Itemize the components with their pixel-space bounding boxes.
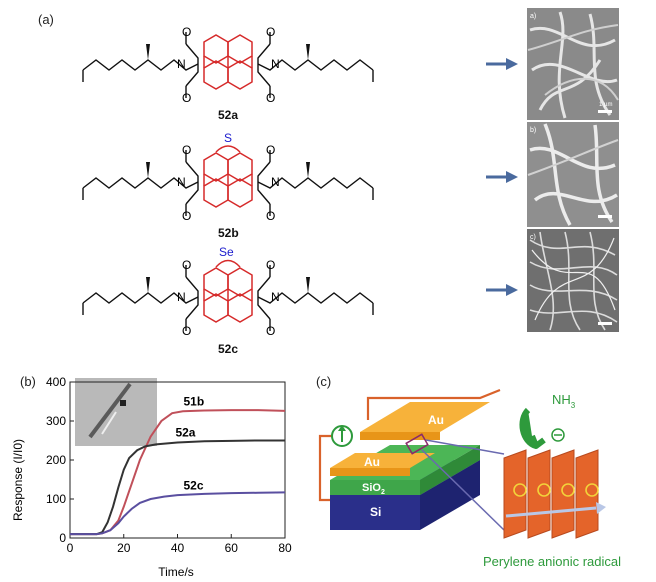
x-tick-label: 0 [67, 541, 74, 555]
au-top-label: Au [428, 413, 444, 427]
oxygen-atom: O [266, 209, 275, 223]
scalebar-label: 1 µm [599, 102, 612, 108]
nitrogen-atom: N [177, 175, 186, 189]
oxygen-atom: O [182, 324, 191, 338]
compound-label: 52c [218, 342, 239, 356]
perylene-caption: Perylene anionic radical [483, 554, 621, 569]
nitrogen-atom: N [271, 57, 280, 71]
si-label: Si [370, 505, 381, 519]
compound-label: 52b [218, 226, 239, 240]
y-axis-label: Response (I/I0) [11, 439, 25, 521]
oxygen-atom: O [182, 258, 191, 272]
oxygen-atom: O [266, 25, 275, 39]
nh3-label: NH3 [552, 392, 576, 410]
chart-axes: 0 20 40 60 80 0 100 200 300 400 [46, 375, 292, 555]
y-tick-label: 100 [46, 492, 66, 506]
series-label-52c: 52c [184, 478, 204, 492]
sem-image-c [527, 229, 619, 332]
y-tick-label: 0 [59, 531, 66, 545]
panel-c-label: (c) [316, 374, 332, 389]
x-tick-label: 40 [171, 541, 185, 555]
sem-corner-label: b) [530, 127, 536, 134]
y-tick-label: 200 [46, 453, 66, 467]
nitrogen-atom: N [177, 290, 186, 304]
oxygen-atom: O [266, 143, 275, 157]
au-bottom-label: Au [364, 455, 380, 469]
chart-series: 51b 52a 52c [70, 394, 286, 536]
x-tick-label: 80 [278, 541, 292, 555]
oxygen-atom: O [266, 324, 275, 338]
oxygen-atom: O [266, 91, 275, 105]
panel-a-structures: O O O O N N S O O O O N N Se O O O O N N [82, 8, 619, 338]
series-line-52c [70, 491, 286, 536]
device-diagram: Au Au SiO2 Si NH3 Perylene anionic radic… [318, 388, 621, 569]
compound-label: 52a [218, 108, 239, 122]
x-axis-label: Time/s [158, 565, 194, 579]
oxygen-atom: O [182, 25, 191, 39]
sem-corner-label: c) [530, 234, 536, 241]
nitrogen-atom: N [271, 290, 280, 304]
series-label-51b: 51b [184, 394, 205, 408]
oxygen-atom: O [182, 143, 191, 157]
nitrogen-atom: N [177, 57, 186, 71]
series-label-52a: 52a [175, 426, 195, 440]
arrow-icons [486, 58, 518, 296]
oxygen-atom: O [182, 91, 191, 105]
sem-image-a [527, 8, 619, 120]
y-tick-label: 400 [46, 375, 66, 389]
panel-a-label: (a) [38, 12, 54, 27]
inset-image [75, 378, 157, 446]
panel-b-label: (b) [20, 374, 36, 389]
x-tick-label: 60 [225, 541, 239, 555]
oxygen-atom: O [182, 209, 191, 223]
oxygen-atom: O [266, 258, 275, 272]
selenium-atom: Se [219, 245, 234, 259]
nitrogen-atom: N [271, 175, 280, 189]
x-tick-label: 20 [117, 541, 131, 555]
series-line-52a [70, 439, 285, 536]
y-tick-label: 300 [46, 414, 66, 428]
perylene-stack [503, 449, 606, 539]
sulfur-atom: S [224, 131, 232, 145]
sio2-label: SiO2 [362, 482, 385, 496]
sem-image-b [527, 122, 619, 227]
sem-corner-label: a) [530, 13, 536, 20]
